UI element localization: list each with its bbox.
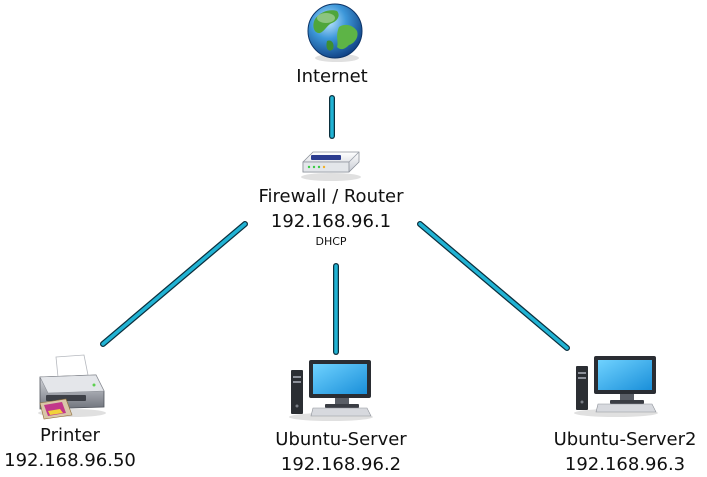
desktop-computer-icon xyxy=(289,360,373,421)
router-dhcp-note: DHCP xyxy=(315,235,347,248)
desktop-computer-icon xyxy=(574,356,658,417)
internet-label: Internet xyxy=(296,66,368,87)
router-label: Firewall / Router xyxy=(258,186,404,207)
router-icon xyxy=(301,151,361,181)
server2-label: Ubuntu-Server2 xyxy=(553,429,697,450)
router-ip: 192.168.96.1 xyxy=(270,211,392,232)
printer-ip: 192.168.96.50 xyxy=(4,450,136,471)
printer-icon xyxy=(38,354,106,420)
server1-label: Ubuntu-Server xyxy=(275,429,407,450)
server2-ip: 192.168.96.3 xyxy=(564,454,686,475)
server1-ip: 192.168.96.2 xyxy=(280,454,402,475)
link-router-printer xyxy=(100,221,248,347)
printer-label: Printer xyxy=(40,425,100,446)
link-router-server2 xyxy=(417,221,570,351)
globe-icon xyxy=(307,3,363,62)
